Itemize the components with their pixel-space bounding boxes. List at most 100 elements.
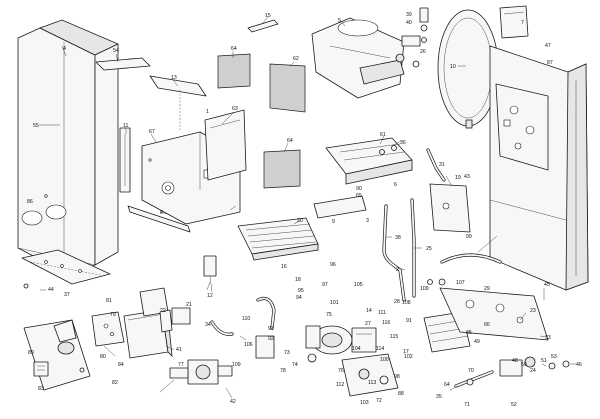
label-94: 94 <box>296 295 302 301</box>
pipe-34 <box>210 320 234 336</box>
label-39: 39 <box>406 12 412 18</box>
pump <box>311 325 377 355</box>
label-26: 26 <box>420 49 426 55</box>
rear-frame <box>489 45 589 291</box>
label-86: 86 <box>27 199 33 205</box>
smoke-hood <box>311 17 405 99</box>
label-105: 105 <box>354 282 363 288</box>
label-89: 89 <box>28 350 34 356</box>
label-46: 46 <box>576 362 582 368</box>
label-45: 45 <box>544 282 550 288</box>
label-95: 95 <box>298 288 304 294</box>
label-33: 33 <box>545 335 551 341</box>
label-67: 67 <box>149 129 155 135</box>
label-2: 2 <box>396 267 399 273</box>
front-casing <box>17 19 119 276</box>
valve-connector-106 <box>255 335 275 359</box>
label-43: 43 <box>464 174 470 180</box>
label-103: 103 <box>360 400 369 406</box>
label-81: 81 <box>106 298 112 304</box>
fitting-44 <box>23 283 85 373</box>
label-14: 14 <box>366 308 372 314</box>
label-64b: 64 <box>287 138 293 144</box>
label-96: 96 <box>330 262 336 268</box>
label-19: 19 <box>455 175 461 181</box>
label-23: 23 <box>530 308 536 314</box>
label-88: 88 <box>398 391 404 397</box>
label-25: 25 <box>426 246 432 252</box>
vessel-bracket-7 <box>499 5 529 39</box>
heat-exchanger <box>325 137 413 185</box>
label-12: 12 <box>207 293 213 299</box>
label-6: 6 <box>394 182 397 188</box>
label-90: 90 <box>356 186 362 192</box>
combustion-chamber-top <box>149 75 207 130</box>
label-83: 83 <box>38 386 44 392</box>
label-99: 99 <box>466 234 472 240</box>
label-20: 20 <box>297 218 303 224</box>
label-64c: 64 <box>444 382 450 388</box>
label-114: 114 <box>376 346 384 352</box>
label-112: 112 <box>336 382 344 388</box>
label-27: 27 <box>365 321 371 327</box>
label-80: 80 <box>100 354 106 360</box>
label-102: 102 <box>404 354 413 360</box>
outlet-pipe-99 <box>440 253 502 264</box>
label-72: 72 <box>376 398 382 404</box>
label-35: 35 <box>436 394 442 400</box>
label-49: 49 <box>474 339 480 345</box>
label-78: 78 <box>280 368 286 374</box>
label-109b: 109 <box>232 362 241 368</box>
label-55: 55 <box>33 123 39 129</box>
label-75: 75 <box>326 312 332 318</box>
label-44: 44 <box>48 287 54 293</box>
label-54: 54 <box>113 48 119 54</box>
label-47: 47 <box>545 43 551 49</box>
label-15: 15 <box>265 13 271 19</box>
label-79: 79 <box>110 312 116 318</box>
label-7: 7 <box>521 20 524 26</box>
label-84: 84 <box>118 362 124 368</box>
drain-tap-64 <box>454 370 494 388</box>
label-63: 63 <box>232 106 238 112</box>
label-36: 36 <box>400 140 406 146</box>
label-73: 73 <box>284 350 290 356</box>
label-93: 93 <box>268 326 274 332</box>
label-50: 50 <box>521 362 527 368</box>
safety-valve-group <box>499 356 570 377</box>
label-8: 8 <box>160 210 163 216</box>
label-71: 71 <box>464 402 470 408</box>
hood-bracket <box>247 19 279 33</box>
pipe-110 <box>256 296 276 330</box>
label-109: 109 <box>420 286 429 292</box>
label-77: 77 <box>178 362 184 368</box>
label-85: 85 <box>466 330 472 336</box>
label-87: 87 <box>547 60 553 66</box>
diverter-valve <box>305 325 321 363</box>
label-40: 40 <box>406 20 412 26</box>
label-9: 9 <box>332 219 335 225</box>
insulation-panel-64 <box>217 53 251 89</box>
label-104: 104 <box>352 346 361 352</box>
chamber-base-bar <box>127 205 191 233</box>
label-13: 13 <box>171 75 177 81</box>
insulation-panel-64b <box>263 149 301 189</box>
label-101: 101 <box>330 300 339 306</box>
label-97: 97 <box>322 282 328 288</box>
electronic-board <box>91 311 125 347</box>
gas-manifold-65 <box>313 195 367 219</box>
control-panel-knobs <box>33 361 49 377</box>
label-48: 48 <box>512 358 518 364</box>
label-115: 115 <box>390 334 398 340</box>
label-10: 10 <box>450 64 456 70</box>
label-111: 111 <box>378 310 386 316</box>
label-66: 66 <box>484 322 490 328</box>
hydraulic-bracket <box>429 183 471 233</box>
label-106: 106 <box>244 342 253 348</box>
base-tray <box>21 249 111 285</box>
pressure-switch-tube <box>419 7 429 43</box>
gas-valve <box>169 359 233 385</box>
label-76: 76 <box>338 368 344 374</box>
label-52: 52 <box>511 402 517 408</box>
